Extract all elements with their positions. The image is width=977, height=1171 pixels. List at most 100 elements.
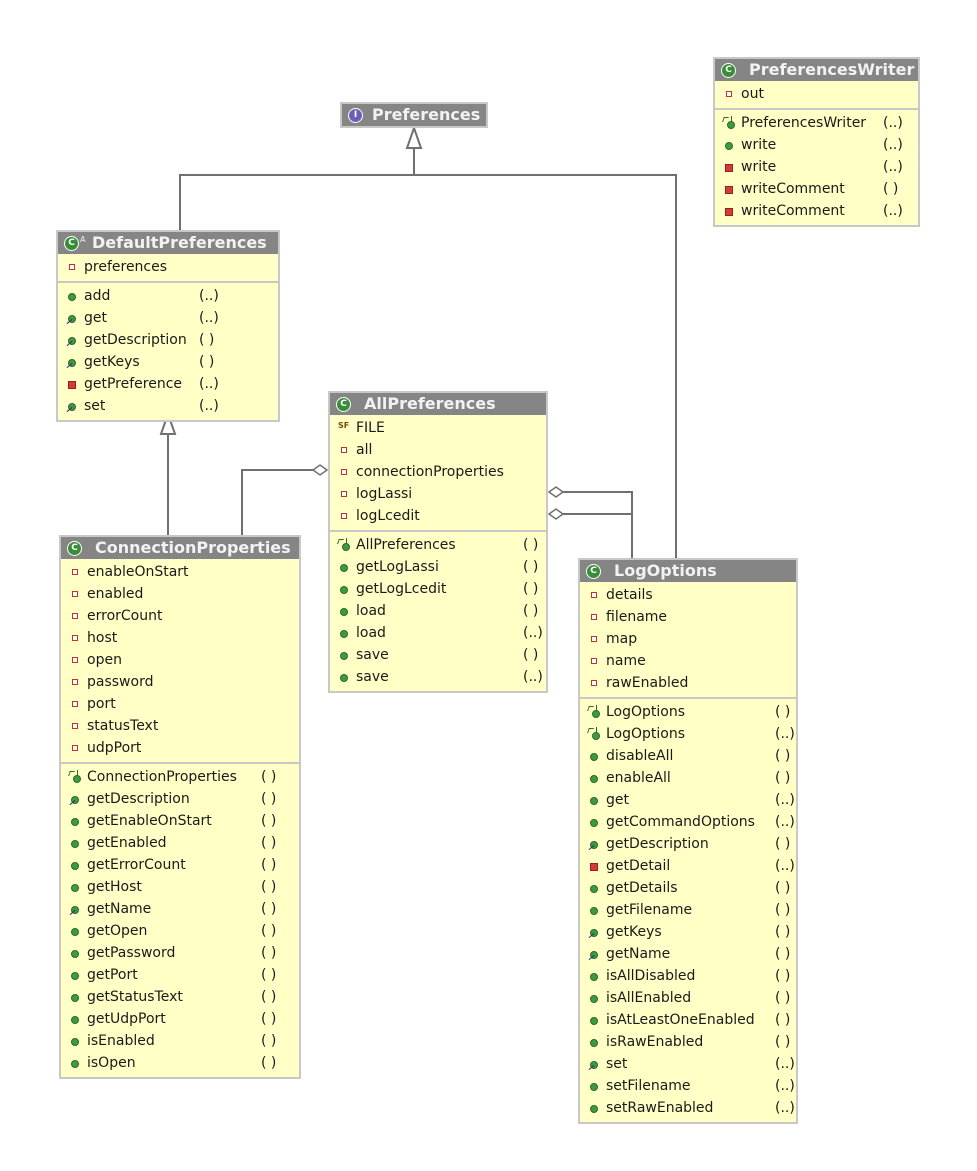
field-row[interactable]: enabled bbox=[61, 583, 299, 605]
method-row[interactable]: enableAll( ) bbox=[580, 767, 796, 789]
field-row[interactable]: host bbox=[61, 627, 299, 649]
method-row[interactable]: load( ) bbox=[330, 600, 546, 622]
method-row[interactable]: setFilename(..) bbox=[580, 1075, 796, 1097]
method-row[interactable]: LogOptions(..) bbox=[580, 723, 796, 745]
method-row[interactable]: getKeys( ) bbox=[58, 351, 278, 373]
method-row[interactable]: getFilename( ) bbox=[580, 899, 796, 921]
method-row[interactable]: getOpen( ) bbox=[61, 920, 299, 942]
field-row[interactable]: name bbox=[580, 650, 796, 672]
method-row[interactable]: AllPreferences( ) bbox=[330, 534, 546, 556]
method-row[interactable]: getLogLassi( ) bbox=[330, 556, 546, 578]
method-row[interactable]: LogOptions( ) bbox=[580, 701, 796, 723]
method-row[interactable]: ConnectionProperties( ) bbox=[61, 766, 299, 788]
method-row[interactable]: getPreference(..) bbox=[58, 373, 278, 395]
method-row[interactable]: getCommandOptions(..) bbox=[580, 811, 796, 833]
method-row[interactable]: getDescription( ) bbox=[58, 329, 278, 351]
method-row[interactable]: getLogLcedit( ) bbox=[330, 578, 546, 600]
method-row[interactable]: set(..) bbox=[58, 395, 278, 417]
constructor-icon bbox=[592, 705, 600, 718]
method-row[interactable]: set(..) bbox=[580, 1053, 796, 1075]
constructor-icon bbox=[342, 538, 350, 551]
method-row[interactable]: load(..) bbox=[330, 622, 546, 644]
method-row[interactable]: save(..) bbox=[330, 666, 546, 688]
method-params: ( ) bbox=[775, 880, 791, 896]
method-row[interactable]: isAtLeastOneEnabled( ) bbox=[580, 1009, 796, 1031]
method-row[interactable]: isEnabled( ) bbox=[61, 1030, 299, 1052]
method-row[interactable]: add(..) bbox=[58, 285, 278, 307]
method-row[interactable]: getPort( ) bbox=[61, 964, 299, 986]
field-row[interactable]: statusText bbox=[61, 715, 299, 737]
field-row[interactable]: password bbox=[61, 671, 299, 693]
method-row[interactable]: getName( ) bbox=[61, 898, 299, 920]
field-row[interactable]: rawEnabled bbox=[580, 672, 796, 694]
field-row[interactable]: logLassi bbox=[330, 483, 546, 505]
field-row[interactable]: connectionProperties bbox=[330, 461, 546, 483]
field-row[interactable]: errorCount bbox=[61, 605, 299, 627]
public-icon bbox=[71, 1038, 79, 1046]
method-row[interactable]: getUdpPort( ) bbox=[61, 1008, 299, 1030]
field-row[interactable]: all bbox=[330, 439, 546, 461]
field-row[interactable]: udpPort bbox=[61, 737, 299, 759]
constructor-icon bbox=[727, 116, 735, 129]
method-row[interactable]: save( ) bbox=[330, 644, 546, 666]
method-row[interactable]: getHost( ) bbox=[61, 876, 299, 898]
method-row[interactable]: get(..) bbox=[58, 307, 278, 329]
method-row[interactable]: getDescription( ) bbox=[580, 833, 796, 855]
field-row[interactable]: enableOnStart bbox=[61, 561, 299, 583]
method-row[interactable]: getEnabled( ) bbox=[61, 832, 299, 854]
method-row[interactable]: isRawEnabled( ) bbox=[580, 1031, 796, 1053]
field-row[interactable]: filename bbox=[580, 606, 796, 628]
class-box-default-preferences[interactable]: CDefaultPreferencespreferencesadd(..)get… bbox=[56, 230, 280, 422]
field-name: connectionProperties bbox=[356, 464, 504, 480]
private-icon bbox=[341, 447, 347, 453]
public-icon bbox=[340, 630, 348, 638]
method-row[interactable]: writeComment(..) bbox=[715, 200, 918, 222]
method-row[interactable]: write(..) bbox=[715, 156, 918, 178]
field-row[interactable]: out bbox=[715, 83, 918, 105]
method-row[interactable]: isAllEnabled( ) bbox=[580, 987, 796, 1009]
field-row[interactable]: details bbox=[580, 584, 796, 606]
method-row[interactable]: getEnableOnStart( ) bbox=[61, 810, 299, 832]
method-row[interactable]: getDescription( ) bbox=[61, 788, 299, 810]
method-params: ( ) bbox=[775, 1034, 791, 1050]
field-row[interactable]: logLcedit bbox=[330, 505, 546, 527]
method-params: ( ) bbox=[261, 1055, 277, 1071]
method-row[interactable]: isOpen( ) bbox=[61, 1052, 299, 1074]
method-row[interactable]: disableAll( ) bbox=[580, 745, 796, 767]
field-row[interactable]: map bbox=[580, 628, 796, 650]
method-row[interactable]: isAllDisabled( ) bbox=[580, 965, 796, 987]
field-row[interactable]: preferences bbox=[58, 256, 278, 278]
method-name: isAllEnabled bbox=[606, 990, 692, 1006]
class-header[interactable]: CDefaultPreferences bbox=[58, 232, 278, 254]
method-row[interactable]: get(..) bbox=[580, 789, 796, 811]
method-row[interactable]: getDetails( ) bbox=[580, 877, 796, 899]
method-row[interactable]: getPassword( ) bbox=[61, 942, 299, 964]
method-name: write bbox=[741, 159, 777, 175]
method-row[interactable]: write(..) bbox=[715, 134, 918, 156]
public-icon bbox=[590, 995, 598, 1003]
method-params: ( ) bbox=[523, 581, 539, 597]
method-row[interactable]: PreferencesWriter(..) bbox=[715, 112, 918, 134]
method-row[interactable]: getStatusText( ) bbox=[61, 986, 299, 1008]
field-row[interactable]: open bbox=[61, 649, 299, 671]
method-row[interactable]: getDetail(..) bbox=[580, 855, 796, 877]
method-row[interactable]: setRawEnabled(..) bbox=[580, 1097, 796, 1119]
method-row[interactable]: getKeys( ) bbox=[580, 921, 796, 943]
method-row[interactable]: getErrorCount( ) bbox=[61, 854, 299, 876]
method-row[interactable]: getName( ) bbox=[580, 943, 796, 965]
field-row[interactable]: port bbox=[61, 693, 299, 715]
method-row[interactable]: writeComment( ) bbox=[715, 178, 918, 200]
method-name: save bbox=[356, 647, 389, 663]
